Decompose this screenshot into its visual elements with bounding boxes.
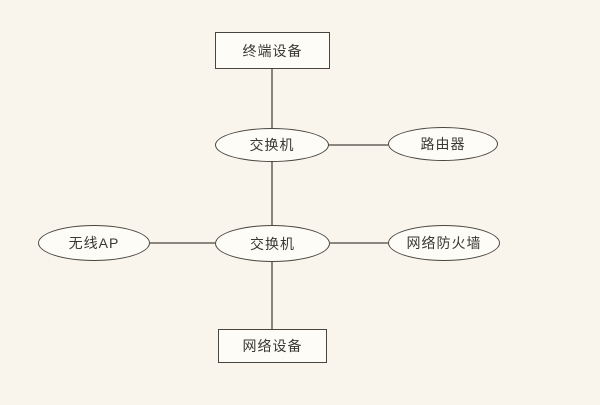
node-wireless-ap: 无线AP bbox=[38, 225, 150, 261]
node-network-device: 网络设备 bbox=[218, 329, 327, 363]
node-switch-lower-label: 交换机 bbox=[250, 235, 295, 252]
node-router-label: 路由器 bbox=[420, 136, 466, 152]
node-terminal-device: 终端设备 bbox=[215, 32, 330, 69]
node-firewall: 网络防火墙 bbox=[388, 225, 500, 261]
node-switch-lower: 交换机 bbox=[215, 225, 330, 262]
node-network-device-label: 网络设备 bbox=[242, 338, 303, 354]
node-firewall-label: 网络防火墙 bbox=[406, 235, 482, 251]
node-terminal-device-label: 终端设备 bbox=[242, 42, 303, 59]
node-wireless-ap-label: 无线AP bbox=[68, 235, 120, 251]
node-router: 路由器 bbox=[388, 127, 498, 161]
node-switch-upper: 交换机 bbox=[215, 128, 329, 162]
node-switch-upper-label: 交换机 bbox=[249, 137, 295, 153]
